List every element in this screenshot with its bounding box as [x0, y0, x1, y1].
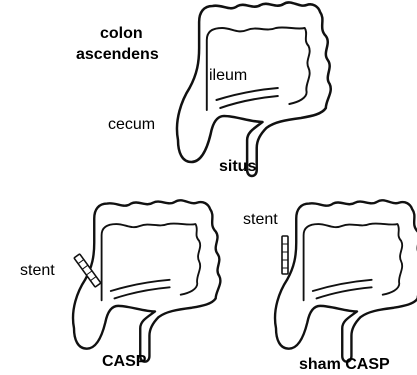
label-casp: CASP — [102, 353, 147, 370]
stent-sham — [282, 236, 288, 274]
label-ileum: ileum — [209, 67, 247, 84]
label-ascendens: ascendens — [76, 46, 159, 63]
label-sham-casp: sham CASP — [299, 356, 390, 373]
colon-situs — [177, 2, 331, 176]
label-stent-casp: stent — [20, 262, 55, 279]
label-situs: situs — [219, 158, 256, 175]
stent-casp — [74, 254, 101, 287]
label-stent-sham: stent — [243, 211, 278, 228]
colon-sham-casp — [275, 200, 417, 361]
label-colon: colon — [100, 25, 143, 42]
label-cecum: cecum — [108, 116, 155, 133]
